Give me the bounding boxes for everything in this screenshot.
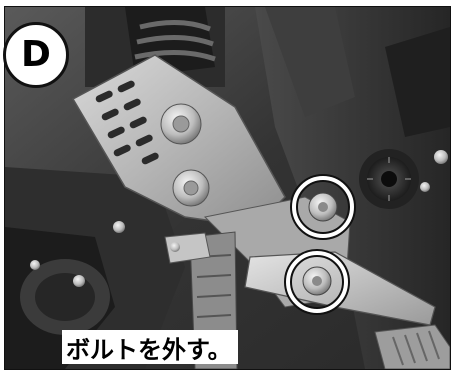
upper-bolt-marker: [290, 174, 356, 240]
bolt-markers-overlay: [284, 174, 356, 315]
lower-bolt-marker: [284, 249, 350, 315]
instruction-caption: ボルトを外す。: [62, 330, 238, 364]
photo-frame: [4, 6, 451, 370]
step-badge: D: [3, 22, 69, 88]
